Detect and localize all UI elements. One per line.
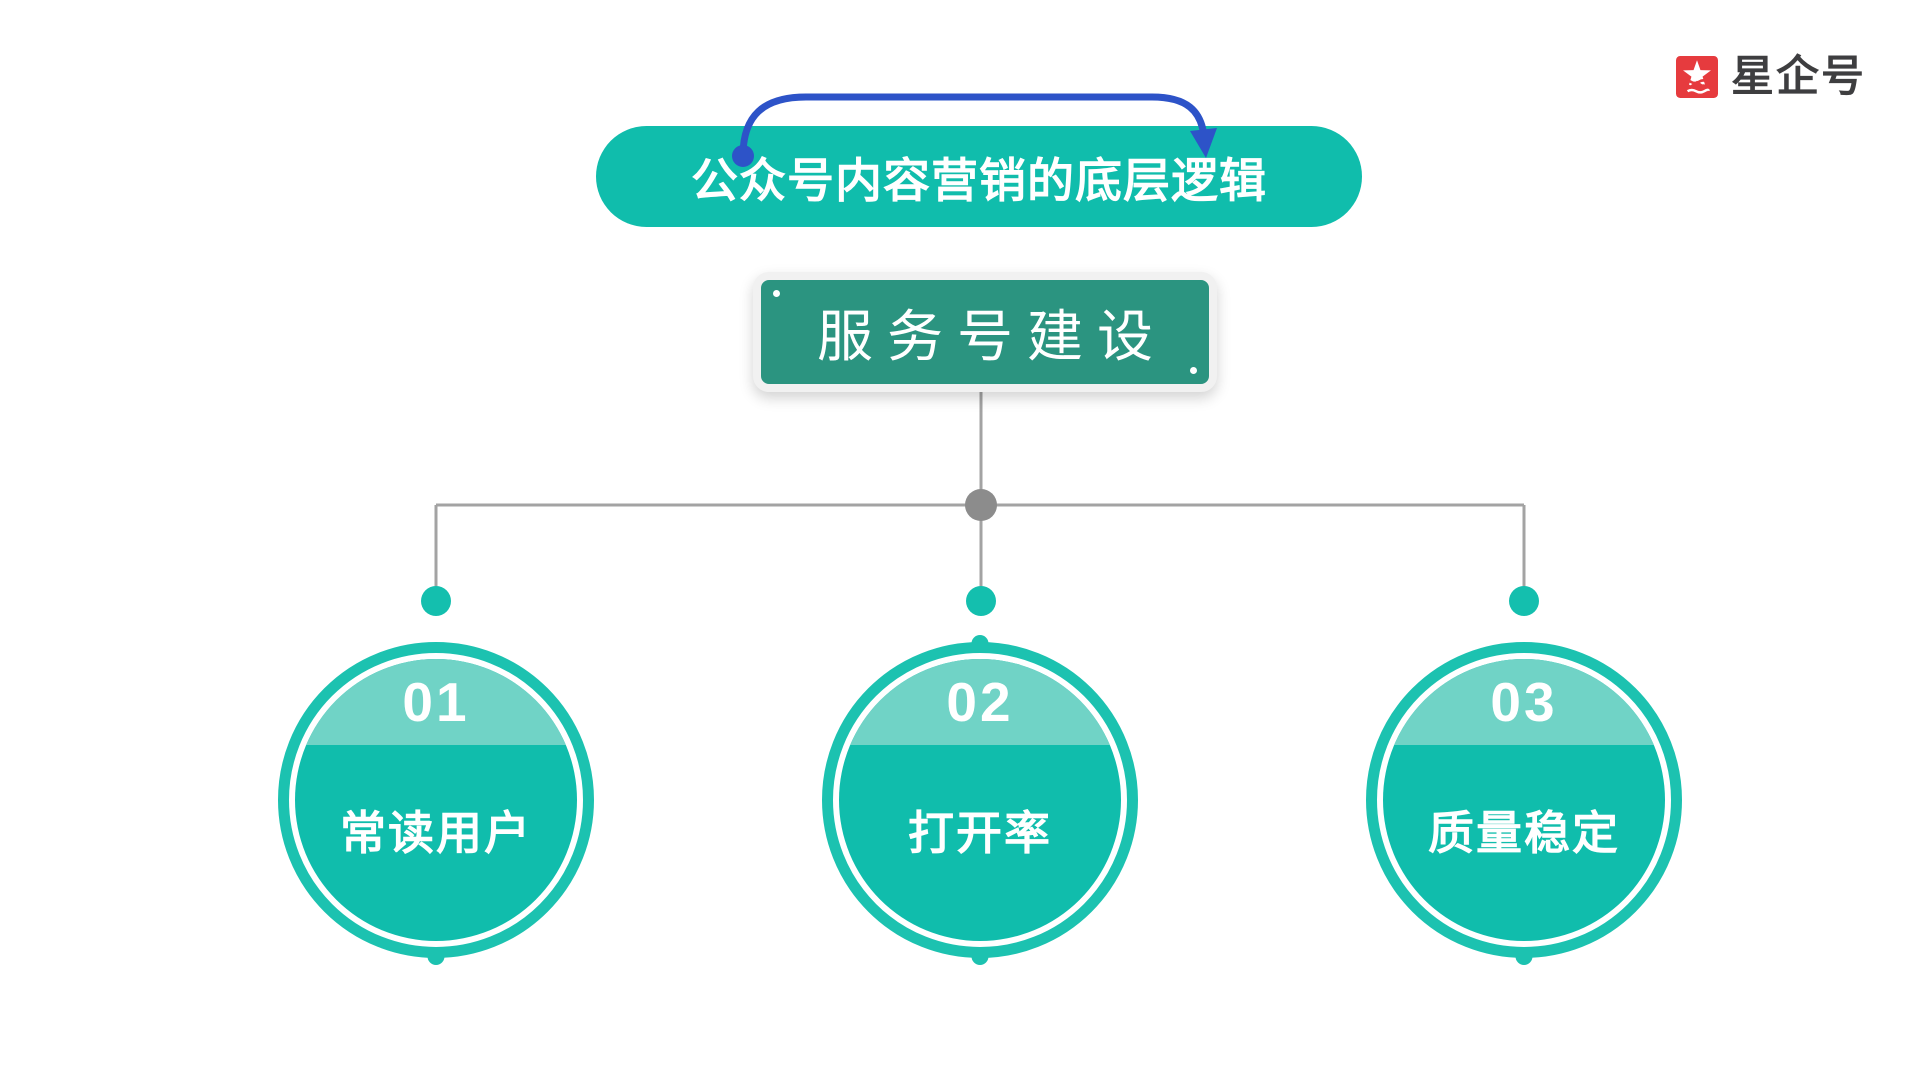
- branch-dot-right: [1509, 586, 1539, 616]
- node-body: 02 打开率: [839, 659, 1121, 941]
- node-label: 常读用户: [340, 807, 532, 859]
- node-label: 打开率: [908, 807, 1052, 859]
- node-03: 03 质量稳定: [1366, 642, 1682, 965]
- brand-name: 星企号: [1731, 53, 1866, 101]
- node-body: 03 质量稳定: [1383, 659, 1665, 941]
- node-01: 01 常读用户: [278, 642, 594, 965]
- corner-screw-icon: [773, 290, 780, 297]
- node-number-band: 03: [1383, 659, 1665, 745]
- node-02: 02 打开率: [822, 635, 1138, 965]
- node-number: 01: [402, 671, 470, 733]
- branch-dot-left: [421, 586, 451, 616]
- node-number-band: 01: [295, 659, 577, 745]
- ring-dot-bottom: [971, 948, 989, 965]
- node-body: 01 常读用户: [295, 659, 577, 941]
- node-label: 质量稳定: [1428, 807, 1620, 859]
- junction-dot: [965, 489, 997, 521]
- corner-screw-icon: [1190, 367, 1197, 374]
- title-pill: 公众号内容营销的底层逻辑: [596, 126, 1362, 227]
- node-number: 03: [1490, 671, 1558, 733]
- node-number-band: 02: [839, 659, 1121, 745]
- ring-dot-bottom: [427, 948, 445, 965]
- ring-dot-top: [971, 635, 989, 652]
- node-number: 02: [946, 671, 1014, 733]
- title-text: 公众号内容营销的底层逻辑: [691, 154, 1267, 207]
- root-node: 服务号建设: [753, 272, 1217, 392]
- star-wave-logo-icon: [1676, 56, 1718, 98]
- branch-dot-middle: [966, 586, 996, 616]
- root-node-label: 服务号建设: [817, 306, 1167, 369]
- brand-logo: 星企号: [1676, 53, 1866, 101]
- ring-dot-bottom: [1515, 948, 1533, 965]
